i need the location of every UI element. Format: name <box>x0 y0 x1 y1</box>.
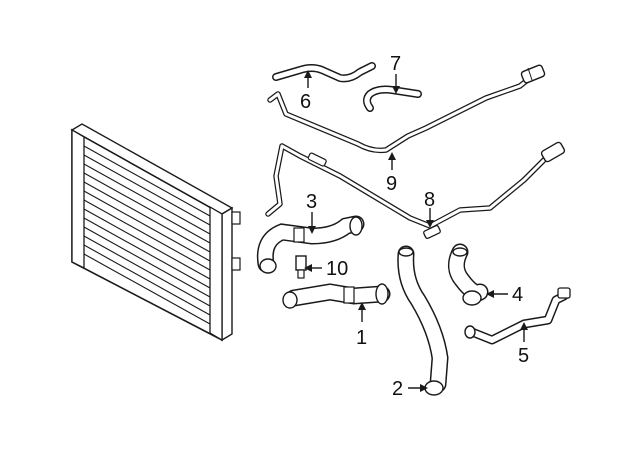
callout-5: 5 <box>518 345 529 367</box>
part-9-fitting <box>520 64 546 84</box>
radiator-side-edge <box>221 206 233 342</box>
callout-6: 6 <box>300 91 311 113</box>
part-1-hose[interactable] <box>282 283 391 309</box>
radiator-right-tank <box>209 205 223 342</box>
radiator-tab-lower <box>231 257 241 271</box>
callout-7: 7 <box>390 53 401 75</box>
radiator-tab-upper <box>231 211 241 225</box>
callout-1: 1 <box>356 327 367 349</box>
part-7-hose[interactable] <box>363 85 422 112</box>
part-1-end-right <box>375 283 389 305</box>
part-8-clip <box>423 225 441 239</box>
callout-2: 2 <box>392 378 403 400</box>
part-3-end-left <box>259 258 277 274</box>
part-6-hose[interactable] <box>272 62 376 83</box>
callout-4: 4 <box>512 284 523 306</box>
part-3-end-right <box>349 216 363 236</box>
radiator-fins <box>83 145 211 325</box>
callout-10: 10 <box>326 258 348 280</box>
part-2-end-top <box>398 247 414 257</box>
part-1-end-left <box>282 291 298 309</box>
part-8-sleeve <box>307 152 327 167</box>
part-4-hose[interactable] <box>448 243 489 306</box>
part-5-hose[interactable] <box>464 287 571 345</box>
radiator[interactable] <box>70 123 241 342</box>
part-5-end-left <box>464 325 476 339</box>
callout-8: 8 <box>424 189 435 211</box>
part-3-hose[interactable] <box>256 215 365 274</box>
part-2-end-bottom <box>424 380 444 396</box>
part-3-clamp <box>293 227 305 243</box>
part-10-sensor[interactable] <box>295 255 307 279</box>
part-2-hose[interactable] <box>397 245 449 396</box>
radiator-left-tank <box>71 128 85 270</box>
part-8-fitting <box>540 141 566 163</box>
leader-lines <box>304 70 528 392</box>
part-1-clamp <box>343 286 355 304</box>
part-8-pipe[interactable] <box>265 141 566 239</box>
part-9-pipe[interactable] <box>267 64 546 154</box>
callout-3: 3 <box>306 191 317 213</box>
part-4-end-bottom <box>462 290 482 306</box>
callout-9: 9 <box>386 173 397 195</box>
part-5-end-right <box>557 287 571 299</box>
part-4-end-top <box>452 247 468 257</box>
